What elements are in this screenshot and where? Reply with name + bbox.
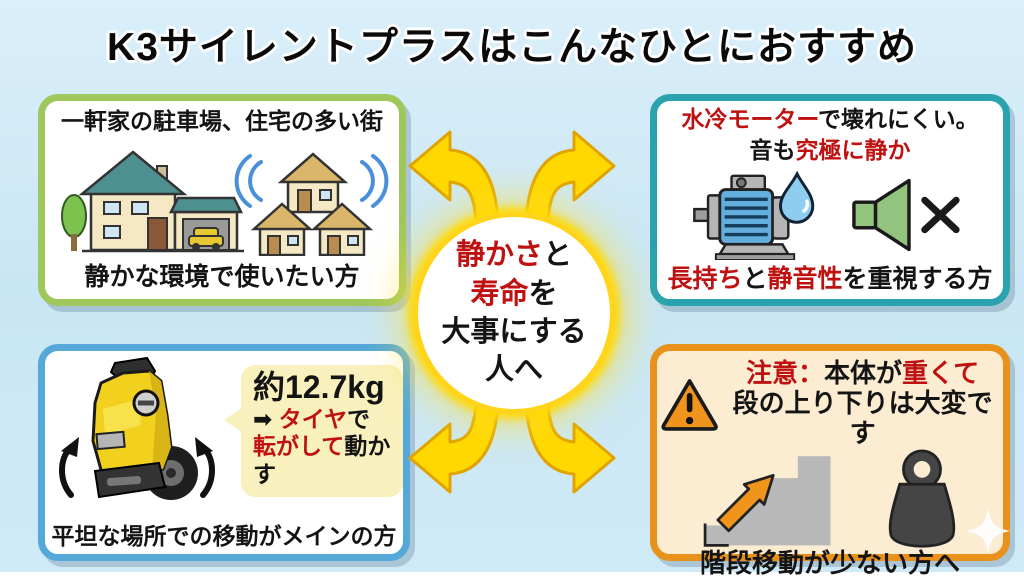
card-weight-mobility: 約12.7kg ➡ タイヤで 転がして動かす 平坦な場所での移動がメインの方 — [38, 344, 410, 561]
weight-text-de: で — [346, 405, 370, 432]
stairs-card-illustration — [697, 449, 963, 549]
motor-card-line1: 水冷モーターで壊れにくい。 — [681, 106, 978, 132]
motor-text-durable: で壊れにくい。 — [818, 106, 979, 132]
center-text-quietness: 静かさ — [455, 239, 543, 272]
arrow-up-icon — [716, 473, 775, 532]
motor-text-ultraquiet: 究極に静か — [795, 137, 911, 164]
weight-bubble-line3: 転がして動かす — [253, 433, 391, 488]
weight-value: 約12.7kg — [253, 369, 385, 405]
warning-icon — [661, 378, 718, 431]
weight-text-tire: タイヤ — [278, 405, 347, 432]
water-drop-icon — [778, 171, 815, 225]
card-water-cooled-motor: 水冷モーターで壊れにくい。 音も究極に静か — [650, 94, 1010, 306]
page-title: K3サイレントプラスはこんなひとにおすすめ — [107, 26, 917, 69]
stairs-text-caution: 注意： — [745, 358, 824, 388]
motor-text-longlife: 長持ち — [667, 265, 743, 294]
weight-card-illustration — [51, 355, 227, 516]
motor-text-and: と — [742, 265, 768, 294]
stairs-card-header: 注意：本体が重くて 段の上り下りは大変です — [661, 358, 999, 449]
motor-card-footer: 長持ちと静音性を重視する方 — [667, 265, 992, 294]
stairs-text-body: 本体が — [823, 358, 902, 388]
heavy-weight-icon — [888, 449, 956, 548]
center-text-value: 大事にする — [441, 316, 587, 348]
stairs-up-icon — [703, 455, 831, 547]
center-text-and: と — [542, 239, 572, 272]
weight-text-move: 動かす — [253, 433, 391, 487]
muted-speaker-icon — [852, 179, 960, 252]
center-text-lifespan: 寿命 — [470, 277, 529, 310]
motor-text-sound: 音も — [749, 137, 796, 164]
pressure-washer-icon — [59, 356, 215, 500]
motor-card-line2: 音も究極に静か — [750, 137, 911, 163]
stairs-line2: 段の上り下りは大変です — [732, 387, 993, 448]
motor-text-watercooled: 水冷モーター — [681, 106, 819, 132]
weight-text-roll: 転がして — [253, 433, 345, 460]
right-arrow-glyph: ➡ — [253, 405, 273, 432]
stairs-text-heavy: 重くて — [902, 358, 980, 388]
water-cooled-motor-icon — [693, 171, 815, 261]
motor-text-silence: 静音性 — [767, 265, 843, 294]
sparkle-icon — [966, 509, 1010, 553]
stairs-line1: 注意：本体が重くて — [726, 358, 999, 389]
center-message-circle: 静かさと 寿命を 大事にする 人へ — [413, 212, 615, 414]
card-stairs-caution: 注意：本体が重くて 段の上り下りは大変です 階段移動が少ない方へ — [650, 344, 1010, 578]
card-quiet-environment: 一軒家の駐車場、住宅の多い街 — [38, 94, 406, 306]
house-with-garage-icon — [61, 150, 389, 257]
motor-text-value: を重視する方 — [842, 265, 993, 294]
weight-card-footer: 平坦な場所での移動がメインの方 — [51, 522, 397, 549]
weight-bubble-line2: ➡ タイヤで — [253, 406, 391, 434]
center-text-people: 人へ — [484, 354, 543, 387]
motor-card-illustration — [692, 168, 968, 261]
quiet-card-footer: 静かな環境で使いたい方 — [84, 263, 360, 292]
center-text-wo: を — [528, 277, 558, 310]
stairs-card-text: 注意：本体が重くて 段の上り下りは大変です — [726, 358, 999, 449]
weight-bubble: 約12.7kg ➡ タイヤで 転がして動かす — [224, 365, 403, 497]
quiet-card-illustration — [54, 136, 390, 261]
quiet-card-header: 一軒家の駐車場、住宅の多い街 — [61, 108, 383, 134]
stairs-card-footer: 階段移動が少ない方へ — [699, 547, 960, 578]
center-message-text: 静かさと 寿命を 大事にする 人へ — [441, 236, 586, 389]
